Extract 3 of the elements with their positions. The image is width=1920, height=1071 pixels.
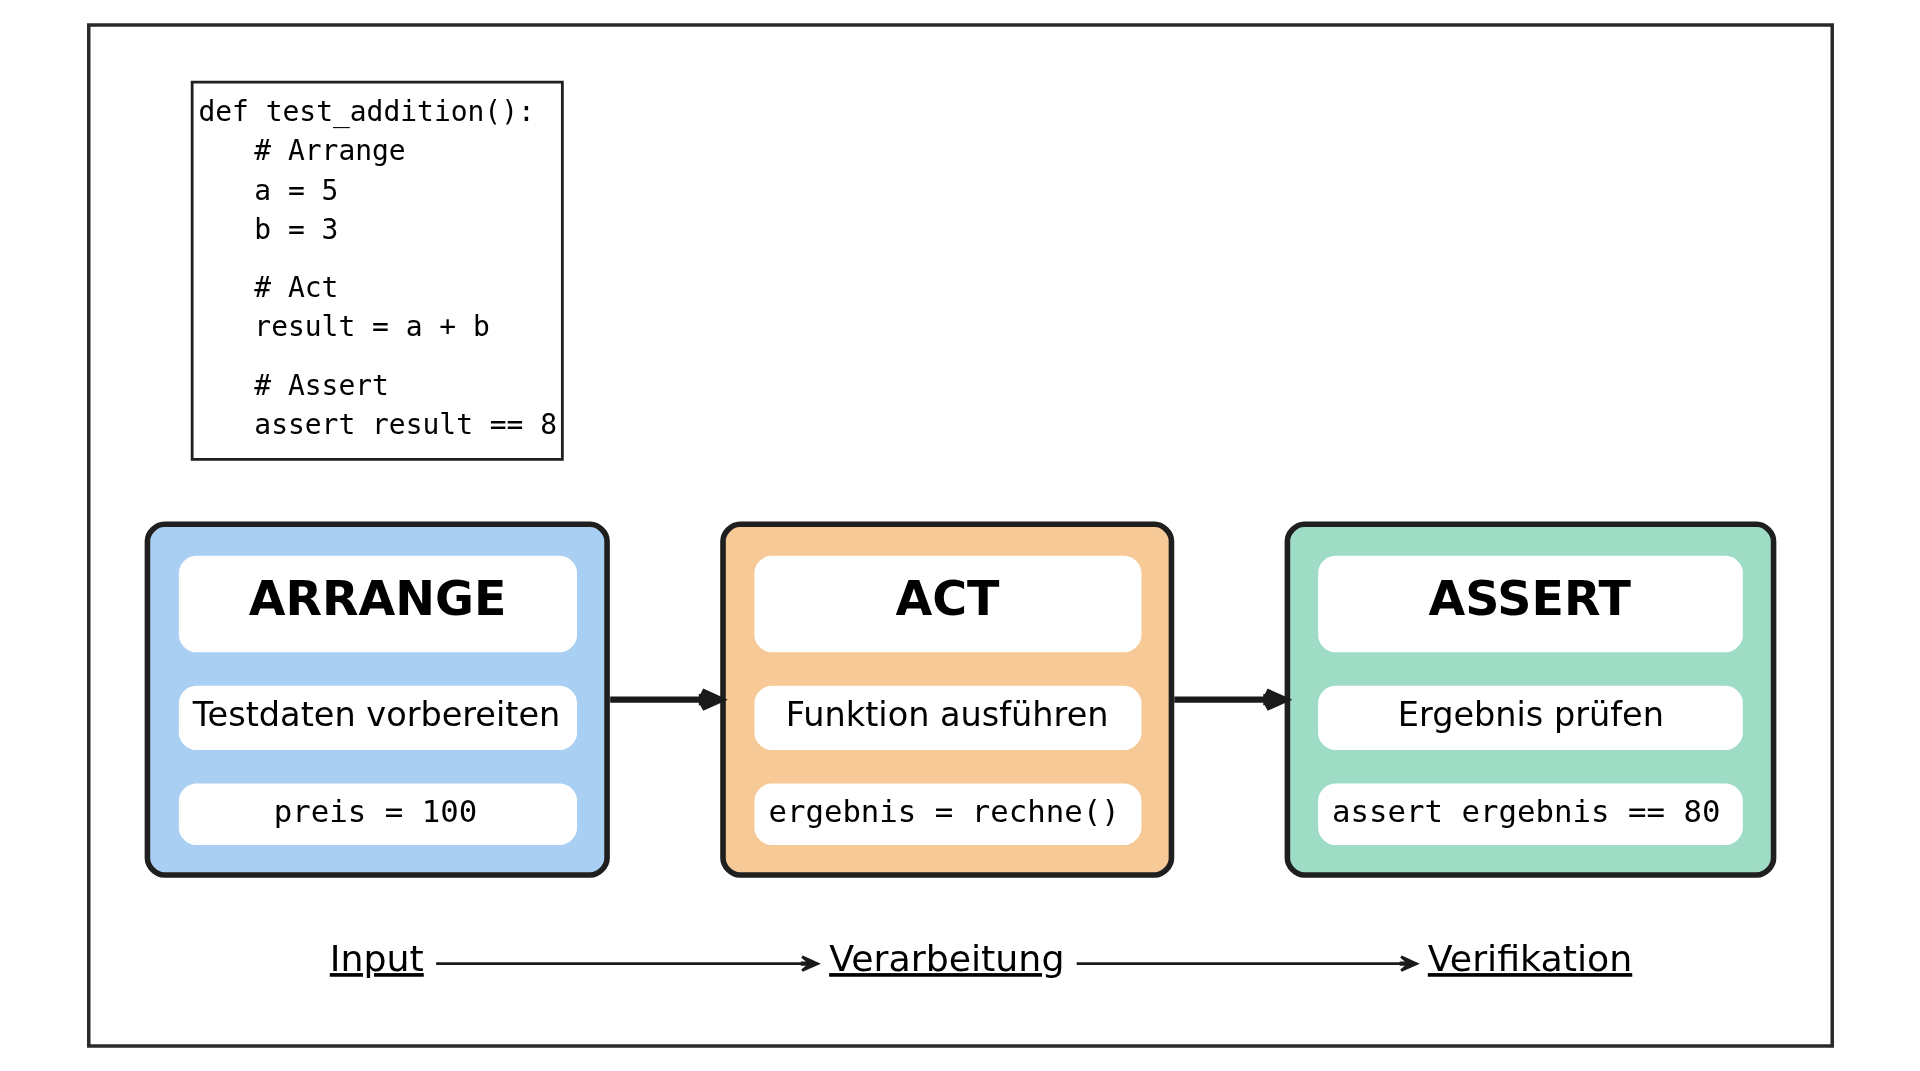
node-text: Verifikation xyxy=(1427,937,1632,981)
node-text: Verarbeitung xyxy=(828,937,1064,981)
node-text: Input xyxy=(329,937,424,981)
